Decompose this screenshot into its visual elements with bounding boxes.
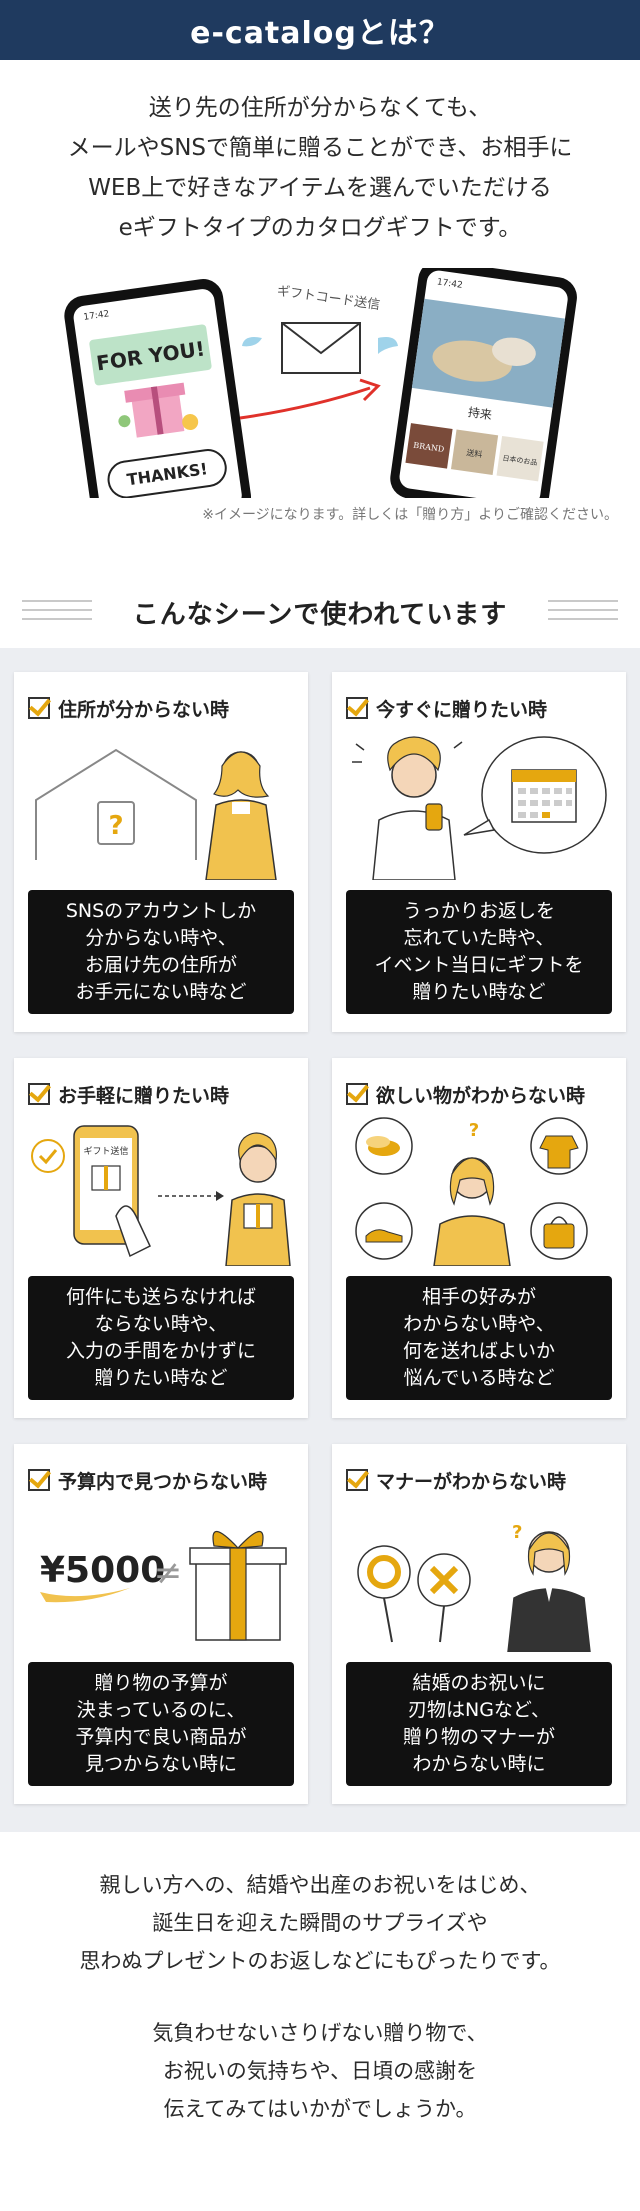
manners-illustration: ?	[344, 1502, 614, 1653]
intro-line: 送り先の住所が分からなくても、	[148, 95, 492, 121]
svg-text:?: ?	[108, 811, 123, 841]
house-question-illustration: ?	[26, 730, 296, 881]
circle-cross-icon: ?	[357, 1522, 591, 1653]
scene-card-address: 住所が分からない時 ? SNSのアカウントしか 分からない時や、 お届け先の住所…	[14, 672, 308, 1032]
decor-lines-right	[548, 600, 618, 627]
card-title: 予算内で見つからない時	[58, 1470, 268, 1493]
outro-line: 伝えてみてはいかがでしょうか。	[163, 2097, 477, 2121]
scene-card-easy: お手軽に贈りたい時 ギフト送信	[14, 1058, 308, 1418]
right-phone-time: 17:42	[436, 277, 463, 291]
tile-brand: BRAND	[413, 441, 445, 454]
scene-card-budget: 予算内で見つからない時 ¥5000 ≠ 贈り物の予算が 決まっているのに、 予算…	[14, 1444, 308, 1804]
svg-text:?: ?	[469, 1120, 479, 1141]
left-phone-time: 17:42	[83, 309, 110, 323]
outro-line: 思わぬプレゼントのお返しなどにもぴったりです。	[79, 1949, 561, 1973]
outro-line: お祝いの気持ちや、日頃の感謝を	[162, 2059, 478, 2083]
card-description: うっかりお返しを 忘れていた時や、 イベント当日にギフトを 贈りたい時など	[346, 890, 612, 1014]
arrow-head-icon	[359, 378, 381, 402]
check-icon	[28, 1469, 50, 1491]
phone-send-illustration: ギフト送信	[26, 1116, 296, 1267]
card-description: 結婚のお祝いに 刃物はNGなど、 贈り物のマナーが わからない時に	[346, 1662, 612, 1786]
scene-card-now: 今すぐに贈りたい時	[332, 672, 626, 1032]
intro-text: 送り先の住所が分からなくても、 メールやSNSで簡単に贈ることができ、お相手に …	[0, 88, 640, 248]
svg-text:≠: ≠	[154, 1553, 183, 1593]
card-title: 今すぐに贈りたい時	[376, 698, 548, 721]
check-icon	[28, 697, 50, 719]
card-description: 贈り物の予算が 決まっているのに、 予算内で良い商品が 見つからない時に	[28, 1662, 294, 1786]
card-title: マナーがわからない時	[376, 1470, 567, 1493]
budget-gift-illustration: ¥5000 ≠	[26, 1502, 296, 1652]
page-title: e-catalogとは？	[190, 16, 450, 51]
scenes-section: 住所が分からない時 ? SNSのアカウントしか 分からない時や、 お届け先の住所…	[0, 648, 640, 1832]
image-note: ※イメージになります。詳しくは「贈り方」よりご確認ください。	[202, 507, 618, 523]
card-title: お手軽に贈りたい時	[58, 1084, 230, 1107]
right-phone: 17:42 持来 BRAND 送料 日本のお品	[390, 260, 577, 516]
phone-gift-icon: ギフト送信	[31, 1125, 291, 1267]
calendar-icon	[352, 736, 607, 881]
tile-one: 送料	[466, 447, 483, 459]
house-icon: ?	[35, 748, 277, 881]
scenes-grid: 住所が分からない時 ? SNSのアカウントしか 分からない時や、 お届け先の住所…	[14, 672, 626, 1804]
svg-text:?: ?	[512, 1522, 522, 1543]
card-description: 何件にも送らなければ ならない時や、 入力の手間をかけずに 贈りたい時など	[28, 1276, 294, 1400]
outro-paragraph-2: 気負わせないさりげない贈り物で、 お祝いの気持ちや、日頃の感謝を 伝えてみてはい…	[0, 2014, 640, 2128]
card-title: 住所が分からない時	[58, 698, 230, 721]
check-icon	[346, 1469, 368, 1491]
card-description: 相手の好みが わからない時や、 何を送ればよいか 悩んでいる時など	[346, 1276, 612, 1400]
scene-card-wants: 欲しい物がわからない時 ?	[332, 1058, 626, 1418]
send-code-label: ギフトコード送信	[276, 284, 381, 313]
scene-card-manners: マナーがわからない時 ? 結婚のお祝いに 刃物はNGなど、 贈り物のマ	[332, 1444, 626, 1804]
check-icon	[346, 697, 368, 719]
intro-line: WEB上で好きなアイテムを選んでいただける	[88, 175, 552, 201]
scenes-heading: こんなシーンで使われています	[0, 582, 640, 642]
card-description: SNSのアカウントしか 分からない時や、 お届け先の住所が お手元にない時など	[28, 890, 294, 1014]
check-icon	[28, 1083, 50, 1105]
thinking-items-illustration: ?	[344, 1116, 614, 1267]
outro-line: 気負わせないさりげない贈り物で、	[152, 2021, 488, 2045]
outro-line: 誕生日を迎えた瞬間のサプライズや	[152, 1911, 488, 1935]
card-title: 欲しい物がわからない時	[376, 1084, 586, 1107]
envelope-icon	[242, 322, 398, 374]
intro-line: eギフトタイプのカタログギフトです。	[118, 215, 522, 241]
decor-lines-left	[22, 600, 92, 627]
gift-box-icon: ¥5000 ≠	[40, 1530, 287, 1641]
left-phone: 17:42 FOR YOU! THANKS!	[64, 279, 252, 534]
budget-amount: ¥5000	[40, 1550, 165, 1591]
intro-line: メールやSNSで簡単に贈ることができ、お相手に	[67, 135, 573, 161]
items-bubbles-icon: ?	[355, 1117, 588, 1267]
gift-send-label: ギフト送信	[83, 1145, 128, 1157]
gift-send-illustration: 17:42 FOR YOU! THANKS! ギフトコード送信 17:42	[0, 260, 640, 534]
page-header: e-catalogとは？	[0, 0, 640, 60]
calendar-woman-illustration	[344, 730, 614, 881]
check-icon	[346, 1083, 368, 1105]
scenes-title: こんなシーンで使われています	[132, 599, 508, 630]
send-arrow	[239, 386, 371, 420]
outro-line: 親しい方への、結婚や出産のお祝いをはじめ、	[99, 1873, 541, 1897]
phones-illustration: 17:42 FOR YOU! THANKS! ギフトコード送信 17:42	[64, 260, 577, 534]
outro-paragraph-1: 親しい方への、結婚や出産のお祝いをはじめ、 誕生日を迎えた瞬間のサプライズや 思…	[0, 1866, 640, 1980]
catalog-title: 持来	[467, 404, 493, 422]
